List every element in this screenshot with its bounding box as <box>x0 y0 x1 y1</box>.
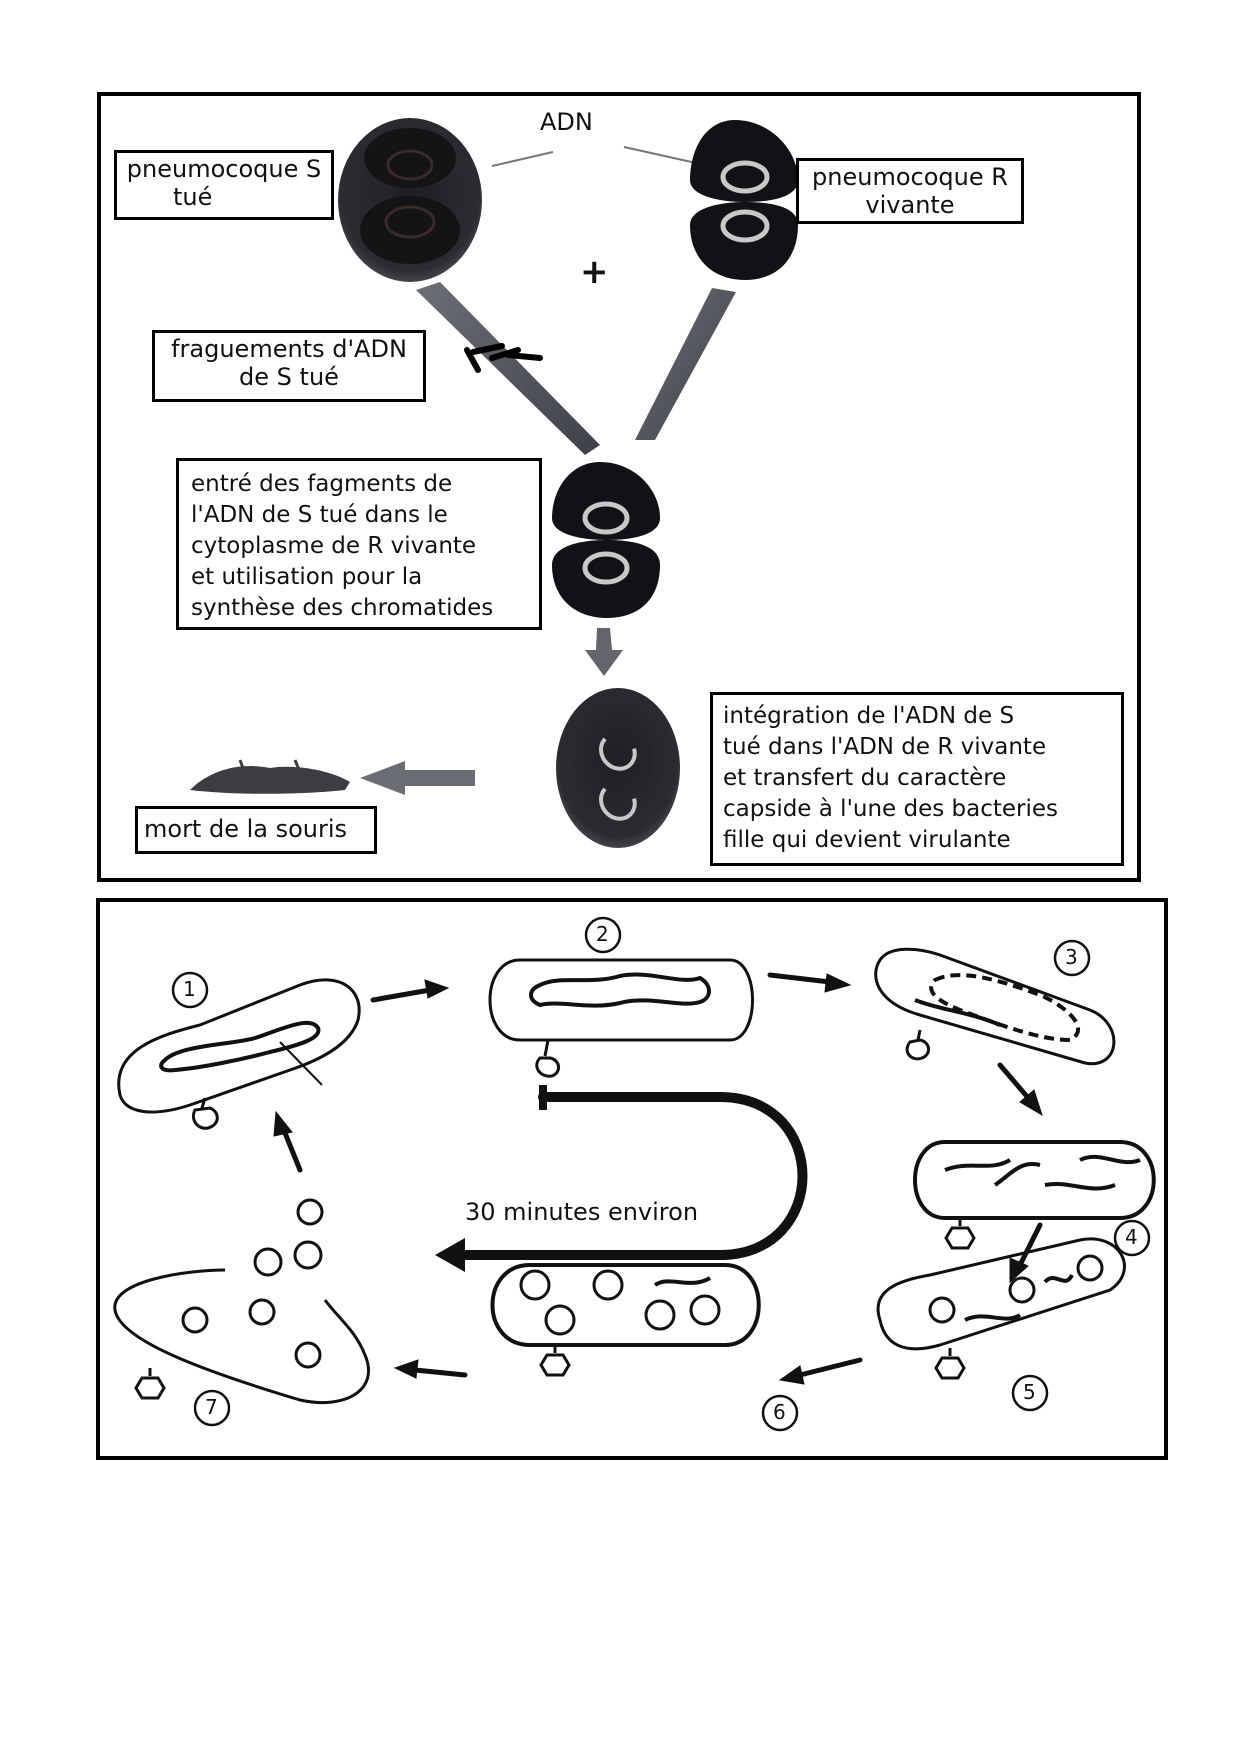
label-line: synthèse des chromatides <box>191 595 494 621</box>
label-line: pneumocoque S <box>126 155 322 183</box>
step-6: 6 <box>773 1400 786 1424</box>
label-line: mort de la souris <box>144 815 348 843</box>
bacterium-stage-3 <box>874 947 1116 1066</box>
label-mouse-death: mort de la souris <box>135 806 377 854</box>
dna-pointer-left <box>491 151 554 167</box>
label-fragment-entry: entré des fagments de l'ADN de S tué dan… <box>176 458 542 630</box>
label-integration: intégration de l'ADN de S tué dans l'ADN… <box>710 692 1124 866</box>
label-line: fille qui devient virulante <box>723 827 1011 853</box>
label-dna-fragments: fraguements d'ADN de S tué <box>152 330 426 402</box>
arrow-s-to-r <box>416 282 600 455</box>
duration-label: 30 minutes environ <box>465 1198 699 1226</box>
transformed-virulent-cell <box>556 688 680 848</box>
label-line: l'ADN de S tué dans le <box>191 502 448 528</box>
label-line: fraguements d'ADN <box>171 335 407 363</box>
r-cell-with-s-fragments <box>552 462 660 618</box>
label-line: capside à l'une des bacteries <box>723 796 1059 822</box>
bacterium-stage-5 <box>876 1237 1126 1380</box>
bacterium-stage-2 <box>488 958 754 1078</box>
dna-label: ADN <box>540 108 593 136</box>
label-line: tué <box>173 183 213 211</box>
label-line: de S tué <box>239 363 339 391</box>
pneumococcus-s-killed <box>338 118 482 282</box>
label-s-killed: pneumocoque S tué <box>114 150 334 220</box>
label-r-living: pneumocoque R vivante <box>796 158 1024 224</box>
step-4: 4 <box>1125 1225 1138 1249</box>
step-1: 1 <box>183 977 196 1001</box>
bacterium-stage-7-lysed <box>113 1198 371 1405</box>
label-line: et utilisation pour la <box>191 564 423 590</box>
step-5: 5 <box>1023 1380 1036 1404</box>
arrow-to-mouse <box>360 761 475 795</box>
step-7: 7 <box>205 1395 218 1419</box>
label-line: entré des fagments de <box>191 471 453 497</box>
step-2: 2 <box>596 922 609 946</box>
label-line: pneumocoque R <box>812 163 1008 191</box>
step-3: 3 <box>1065 945 1078 969</box>
arrow-r-down <box>635 288 736 440</box>
label-line: cytoplasme de R vivante <box>191 533 477 559</box>
label-line: vivante <box>865 191 955 219</box>
label-line: intégration de l'ADN de S <box>723 703 1015 729</box>
dead-mouse-icon <box>190 759 350 794</box>
dna-fragments-icon <box>464 343 543 373</box>
pneumococcus-r-living <box>690 120 798 280</box>
bacterium-stage-6 <box>490 1263 761 1377</box>
label-line: tué dans l'ADN de R vivante <box>723 734 1047 760</box>
phage-cycle-panel <box>96 898 1168 1460</box>
bacterium-stage-1 <box>117 978 361 1130</box>
dna-pointer-right <box>623 146 697 164</box>
arrow-down-small <box>585 628 623 676</box>
plus-sign: + <box>580 252 609 292</box>
step-markers <box>171 916 1151 1432</box>
label-line: et transfert du caractère <box>723 765 1007 791</box>
cycle-arrows <box>273 972 1043 1385</box>
duration-arrow <box>435 1085 808 1272</box>
bacterium-stage-4 <box>913 1140 1156 1250</box>
